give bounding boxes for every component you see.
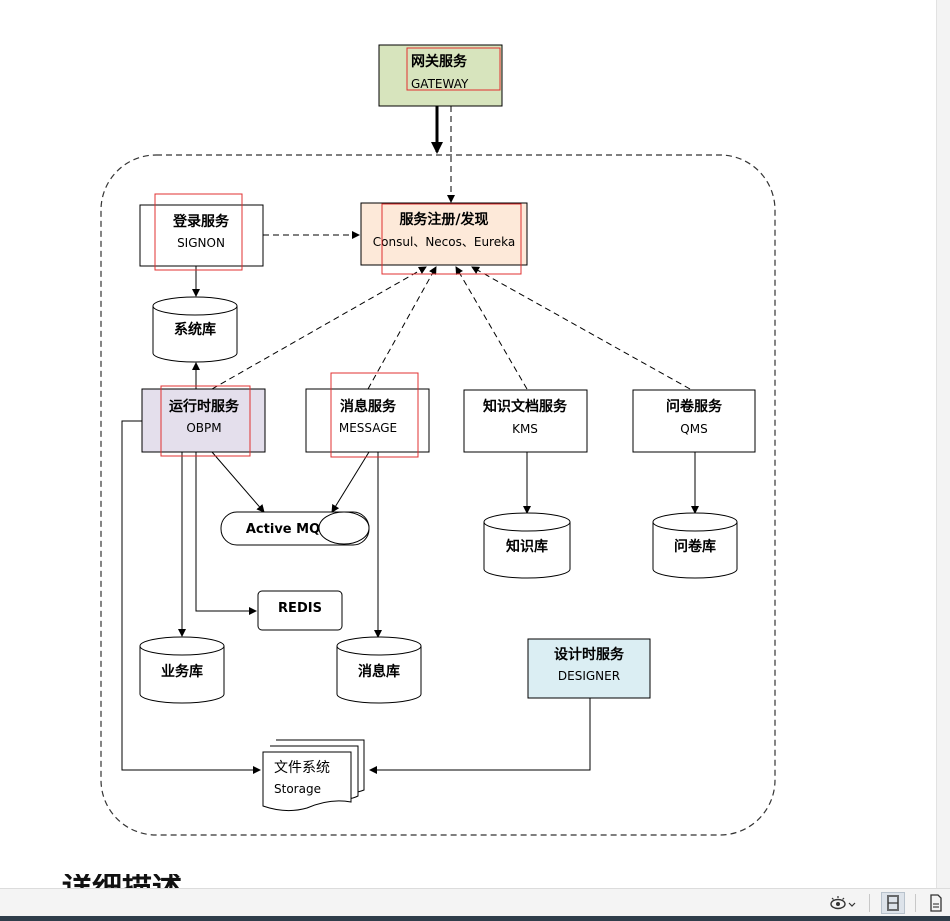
gateway-node: 网关服务 GATEWAY [378,44,503,107]
obpm-to-redis-arrow [195,452,257,615]
registry-node: 服务注册/发现 Consul、Necos、Eureka [360,202,528,275]
storage-node: 文件系统 Storage [262,739,365,812]
message-title: 消息服务 [340,398,397,415]
message-subtitle: MESSAGE [339,421,397,435]
signon-title: 登录服务 [172,213,230,230]
obpm-subtitle: OBPM [186,421,221,435]
storage-title: 文件系统 [274,760,330,776]
redis-label: REDIS [278,601,322,616]
registry-highlight [381,203,522,275]
signon-subtitle: SIGNON [177,236,225,250]
architecture-diagram: 网关服务 GATEWAY 服务注册/发现 Consul、Necos、Eureka… [100,44,776,836]
kms-subtitle: KMS [512,422,538,436]
page-layout-button[interactable] [881,892,905,914]
designer-to-storage-arrow [369,698,591,774]
obpm-to-registry-arrow [211,266,427,390]
sysdb-label: 系统库 [174,321,216,338]
bizdb-label: 业务库 [161,663,203,680]
designer-title: 设计时服务 [554,646,625,663]
msgdb-label: 消息库 [358,663,400,680]
msgdb-cylinder: 消息库 [336,636,422,704]
kms-title: 知识文档服务 [483,398,568,415]
kmsdb-cylinder: 知识库 [483,512,571,579]
kmsdb-label: 知识库 [506,538,548,555]
bizdb-cylinder: 业务库 [139,636,225,704]
eye-icon [830,896,856,910]
signon-highlight [154,193,243,271]
registry-title: 服务注册/发现 [399,211,488,228]
connectors [121,106,699,774]
gateway-title: 网关服务 [411,53,468,70]
services-boundary [100,154,776,836]
window-bottom-edge [0,916,950,921]
obpm-to-activemq-arrow [211,451,265,513]
status-bar [0,888,950,917]
page-layout-icon [887,895,899,911]
message-highlight [330,372,419,458]
vertical-scrollbar[interactable] [936,0,950,888]
message-node: 消息服务 MESSAGE [305,372,430,458]
qms-to-registry-arrow [471,266,691,390]
obpm-title: 运行时服务 [169,398,240,415]
qmsdb-cylinder: 问卷库 [652,512,738,579]
statusbar-divider [869,894,870,912]
page-view-button[interactable] [926,892,948,914]
qms-node: 问卷服务 QMS [632,389,756,453]
message-to-activemq-arrow [331,451,370,513]
registry-subtitle: Consul、Necos、Eureka [373,235,515,249]
gateway-highlight [406,47,501,91]
designer-node: 设计时服务 DESIGNER [527,638,651,699]
activemq-node: Active MQ [220,511,370,546]
redis-node: REDIS [257,590,343,631]
qms-subtitle: QMS [680,422,707,436]
obpm-to-storage-arrow [121,420,261,774]
page-icon [930,894,942,912]
sysdb-cylinder: 系统库 [152,296,238,363]
gateway-subtitle: GATEWAY [411,77,469,91]
designer-subtitle: DESIGNER [558,669,620,683]
view-mode-button[interactable] [828,892,860,914]
kms-to-registry-arrow [455,266,528,390]
message-to-registry-arrow [367,266,437,390]
obpm-highlight [160,385,251,457]
storage-subtitle: Storage [274,782,321,796]
obpm-node: 运行时服务 OBPM [141,385,266,457]
qms-title: 问卷服务 [666,398,723,415]
next-section-heading: 详细描述 [62,874,182,888]
signon-node: 登录服务 SIGNON [139,193,264,271]
qmsdb-label: 问卷库 [674,538,716,555]
kms-node: 知识文档服务 KMS [463,389,588,453]
statusbar-divider [915,894,916,912]
activemq-label: Active MQ [246,522,320,537]
chevron-down-icon [848,902,856,907]
